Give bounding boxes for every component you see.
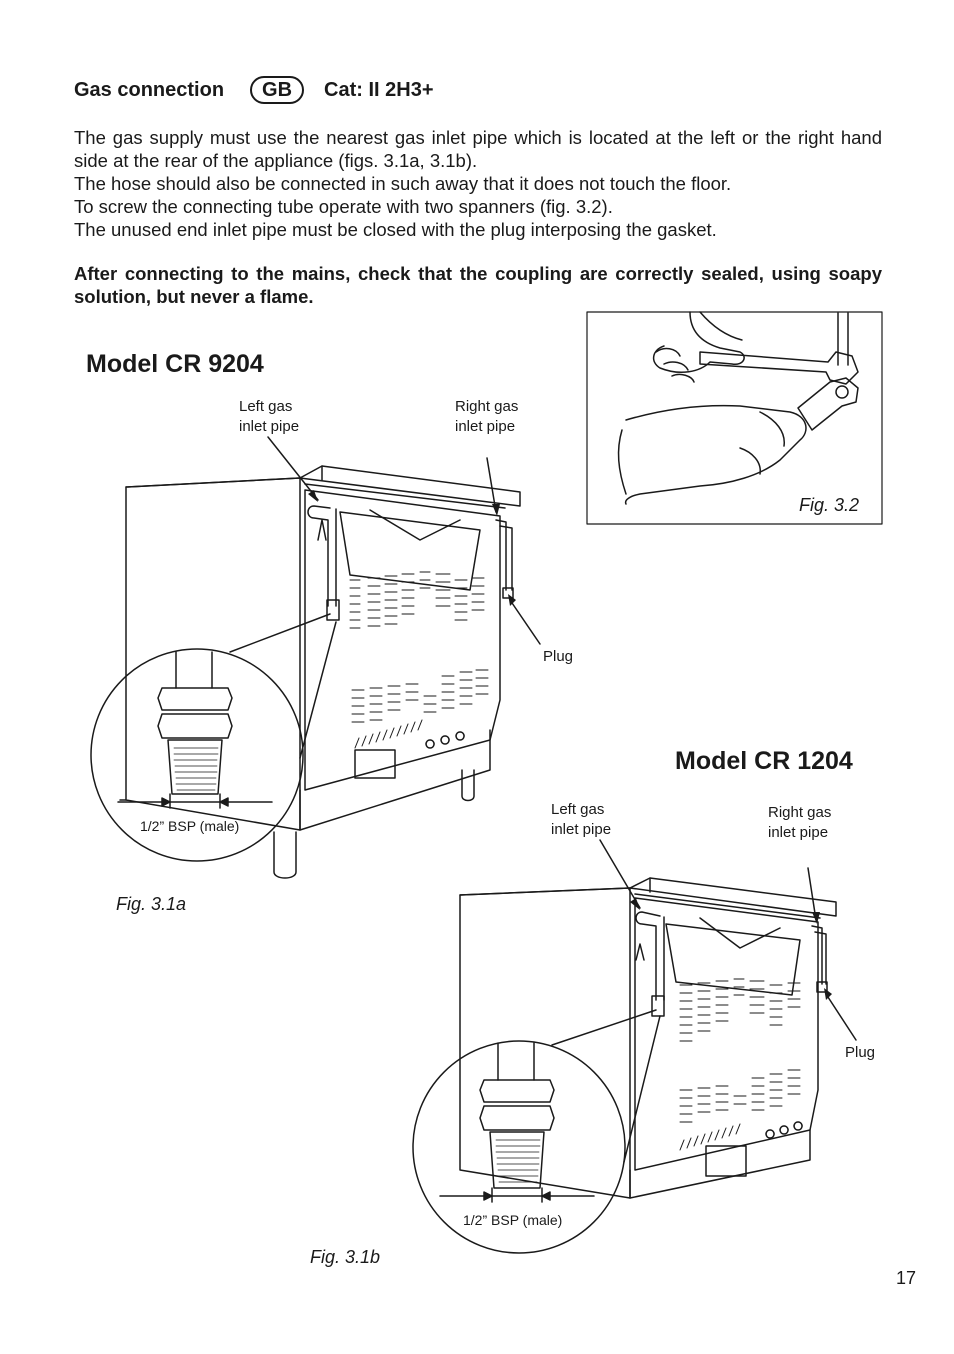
fig-3-1b-appliance-drawing xyxy=(412,839,857,1254)
heading-title: Gas connection xyxy=(74,78,225,101)
fig-3-2-spanners-drawing xyxy=(586,311,883,525)
paragraph-2: The hose should also be connected in suc… xyxy=(74,173,732,194)
left-gas-label-a: Left gas inlet pipe xyxy=(239,397,299,437)
instructions-text: The gas supply must use the nearest gas … xyxy=(74,126,882,241)
gas-category: Cat: II 2H3+ xyxy=(324,78,434,101)
figure-caption-a: Fig. 3.1a xyxy=(116,894,187,914)
left-gas-label-b-line2: inlet pipe xyxy=(551,821,612,838)
model-title-a: Model CR 9204 xyxy=(86,350,264,378)
right-gas-label-b-line2: inlet pipe xyxy=(768,824,829,841)
right-gas-label-a: Right gas inlet pipe xyxy=(455,397,518,437)
left-gas-label-a-line2: inlet pipe xyxy=(239,418,300,435)
left-gas-label-b: Left gas inlet pipe xyxy=(551,800,611,840)
right-gas-label-a-line1: Right gas xyxy=(455,398,519,415)
page-number: 17 xyxy=(895,1268,916,1288)
figure-caption-c: Fig. 3.2 xyxy=(799,495,860,515)
thread-label-b: 1/2” BSP (male) xyxy=(463,1212,563,1228)
plug-label-a: Plug xyxy=(543,648,574,665)
right-gas-label-a-line2: inlet pipe xyxy=(455,418,516,435)
country-badge: GB xyxy=(250,76,305,104)
paragraph-4: The unused end inlet pipe must be closed… xyxy=(74,219,717,240)
left-gas-label-b-line1: Left gas xyxy=(551,801,605,818)
section-heading: Gas connection GB Cat: II 2H3+ xyxy=(74,76,434,104)
figure-caption-b: Fig. 3.1b xyxy=(310,1247,381,1267)
thread-label-a: 1/2” BSP (male) xyxy=(140,818,240,834)
fig-3-1a-appliance-drawing xyxy=(90,436,541,879)
safety-warning: After connecting to the mains, check tha… xyxy=(74,263,882,307)
paragraph-3: To screw the connecting tube operate wit… xyxy=(74,196,613,217)
model-title-b: Model CR 1204 xyxy=(675,747,853,775)
left-gas-label-a-line1: Left gas xyxy=(239,398,293,415)
plug-label-b: Plug xyxy=(845,1044,876,1061)
paragraph-1: The gas supply must use the nearest gas … xyxy=(74,127,882,171)
right-gas-label-b-line1: Right gas xyxy=(768,804,832,821)
right-gas-label-b: Right gas inlet pipe xyxy=(768,803,831,843)
